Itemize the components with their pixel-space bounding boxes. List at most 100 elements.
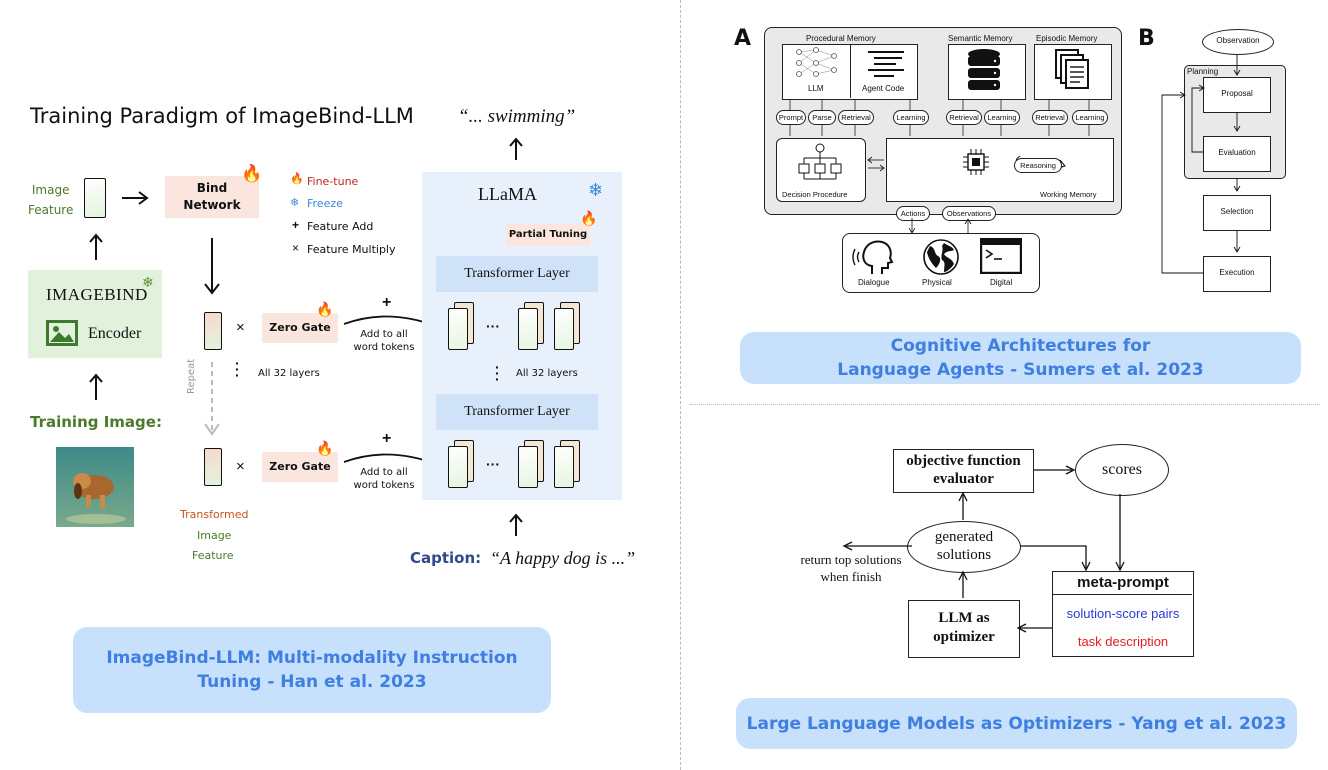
transformed-label-line1: Transformed: [180, 508, 249, 521]
vertical-dots: ···: [235, 355, 240, 383]
objective-function-box: [893, 449, 1034, 493]
documents-icon: [1055, 49, 1089, 89]
reasoning-pill: Reasoning: [1014, 158, 1062, 173]
llama-label: LLaMA: [478, 184, 537, 204]
bind-network-box: [165, 176, 259, 218]
pill-retrieval: Retrieval: [838, 110, 874, 125]
output-text: “... swimming”: [458, 106, 576, 127]
pill-retrieval: Retrieval: [1032, 110, 1068, 125]
partial-tuning-label: Partial Tuning: [508, 229, 588, 240]
execution-box: [1203, 256, 1271, 292]
decision-working-arrows: [867, 156, 885, 172]
zero-gate-label-1: Zero Gate: [269, 321, 331, 334]
plus-sign: +: [382, 430, 392, 447]
planning-flow-arrows: [1161, 54, 1241, 274]
snowflake-icon: ❄: [588, 180, 604, 200]
down-arrow-bind: [204, 238, 220, 295]
physical-label: Physical: [922, 278, 952, 287]
agent-code-label: Agent Code: [862, 84, 905, 93]
decision-procedure-label: Decision Procedure: [782, 190, 848, 199]
legend-feature-multiply: Feature Multiply: [307, 243, 396, 256]
dialogue-label: Dialogue: [858, 278, 890, 287]
cpu-chip-icon: [963, 149, 989, 175]
repeat-dashed-arrow: [204, 362, 220, 436]
return-top-solutions-label: return top solutions when finish: [800, 552, 902, 584]
caption-text: “A happy dog is ...”: [490, 548, 636, 568]
meta-prompt-underline: [1052, 594, 1192, 595]
up-arrow-caption: [509, 513, 523, 536]
repeat-label: Repeat: [186, 358, 197, 394]
right-arrow-to-bind: [122, 191, 149, 205]
procedural-divider: [850, 44, 851, 98]
proposal-box: [1203, 77, 1271, 113]
semantic-memory-label: Semantic Memory: [948, 34, 1013, 43]
opro-flow-arrows: [842, 465, 1125, 633]
scores-label: scores: [1102, 461, 1142, 478]
multiply-sign: ×: [236, 458, 245, 475]
working-memory-box: [886, 138, 1114, 202]
observations-pill: Observations: [942, 206, 996, 221]
all-32-layers-right: All 32 layers: [516, 368, 578, 379]
neural-net-icon: [796, 47, 837, 77]
transformer-layer-label-2: Transformer Layer: [464, 404, 570, 419]
training-image-label: Training Image:: [30, 413, 162, 431]
paper-caption-imagebind: ImageBind-LLM: Multi-modality Instructio…: [73, 627, 551, 713]
episodic-memory-label: Episodic Memory: [1036, 34, 1098, 43]
proposal-label: Proposal: [1221, 89, 1253, 98]
bind-network-label: Bind Network: [183, 181, 241, 212]
panel-a-label: A: [734, 26, 752, 51]
transformer-layer-2: [436, 394, 598, 430]
paper-caption-coala: Cognitive Architectures for Language Age…: [740, 332, 1301, 384]
zero-gate-box-1: [262, 313, 338, 343]
fire-icon: 🔥: [316, 440, 334, 456]
paper-caption-opro: Large Language Models as Optimizers - Ya…: [736, 698, 1297, 749]
execution-label: Execution: [1219, 268, 1255, 277]
training-dog-image: [56, 447, 134, 527]
memory-connector-arrows: [789, 100, 1090, 136]
dialogue-head-icon: [852, 240, 894, 274]
task-description-label: task description: [1077, 634, 1169, 649]
diagram-title: Training Paradigm of ImageBind-LLM: [30, 104, 414, 128]
encoder-label: Encoder: [88, 325, 142, 342]
fire-icon: 🔥: [290, 173, 304, 185]
zero-gate-box-2: [262, 452, 338, 482]
pill-retrieval: Retrieval: [946, 110, 982, 125]
scores-ellipse: [1075, 444, 1169, 496]
evaluation-label: Evaluation: [1218, 148, 1256, 157]
plus-icon: +: [292, 218, 300, 232]
add-to-all-tokens-1: Add to all word tokens: [353, 329, 415, 353]
image-feature-token: [84, 178, 106, 218]
pill-learning: Learning: [1072, 110, 1108, 125]
actions-pill: Actions: [896, 206, 930, 221]
image-icon: [46, 320, 78, 346]
panel-b-label: B: [1138, 26, 1155, 51]
planning-label: Planning: [1187, 67, 1219, 76]
fire-icon: 🔥: [580, 210, 598, 226]
fire-icon: 🔥: [316, 301, 334, 317]
pill-prompt: Prompt: [776, 110, 806, 125]
pill-learning: Learning: [984, 110, 1020, 125]
code-icon: [868, 51, 904, 77]
add-to-all-tokens-2: Add to all word tokens: [353, 467, 415, 491]
paper-caption-imagebind-text: ImageBind-LLM: Multi-modality Instructio…: [106, 648, 518, 692]
gated-feature-token-1: [204, 312, 222, 350]
vertical-divider: [680, 0, 681, 770]
decision-tree-icon: [798, 143, 842, 180]
vertical-dots: ···: [495, 359, 500, 387]
generated-solutions-label: generated solutions: [934, 529, 994, 563]
paper-caption-coala-text: Cognitive Architectures for Language Age…: [837, 336, 1204, 380]
observation-label: Observation: [1216, 36, 1260, 45]
up-arrow-imagebind: [89, 233, 103, 260]
working-memory-label: Working Memory: [1040, 190, 1097, 199]
horizontal-divider: [690, 404, 1320, 405]
llm-optimizer-label: LLM as optimizer: [933, 610, 995, 645]
terminal-icon: [980, 238, 1022, 274]
fire-icon: 🔥: [241, 164, 263, 183]
caption-label: Caption:: [410, 549, 482, 567]
paper-caption-opro-text: Large Language Models as Optimizers - Ya…: [746, 713, 1287, 734]
meta-prompt-label: meta-prompt: [1077, 574, 1169, 591]
snowflake-icon: ❄: [290, 197, 300, 209]
transformer-layer-1: [436, 256, 598, 292]
legend-freeze: Freeze: [307, 197, 343, 210]
observation-ellipse: [1202, 29, 1274, 55]
